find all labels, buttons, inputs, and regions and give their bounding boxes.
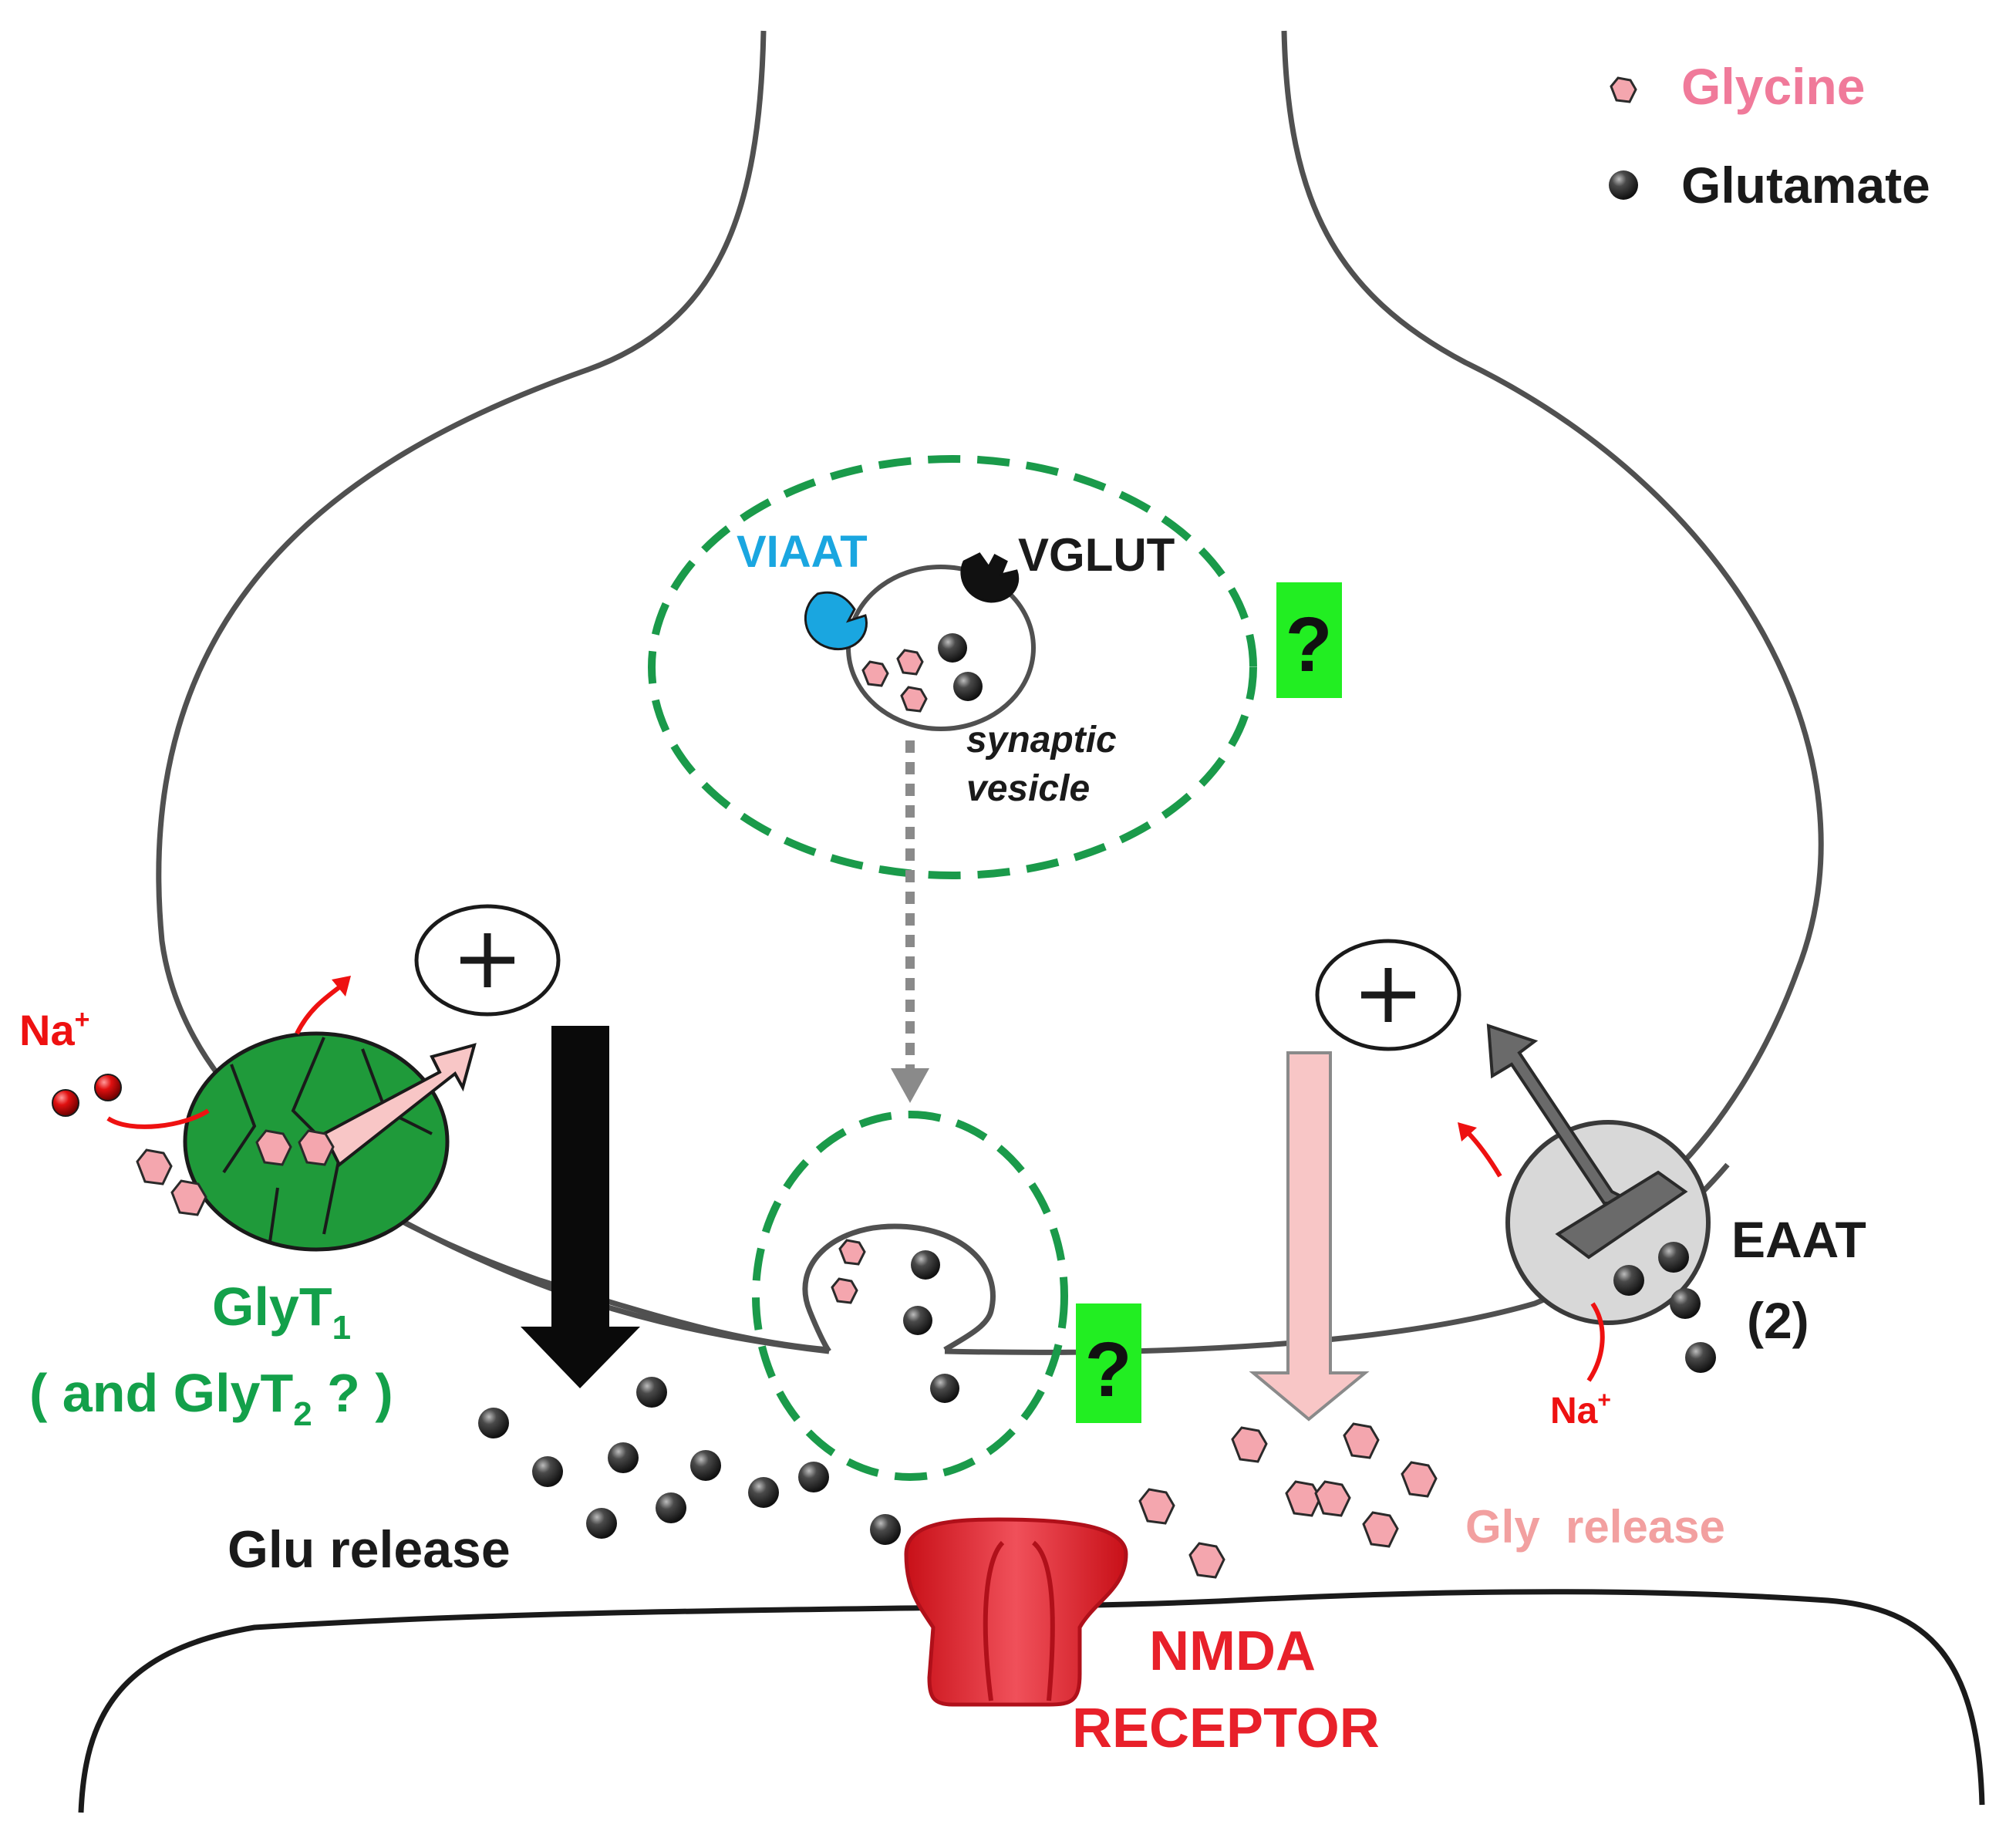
legend-glutamate-icon	[1609, 170, 1638, 200]
eaat-label-line2: (2)	[1747, 1292, 1809, 1349]
question-mark-lower: ?	[1084, 1327, 1131, 1413]
glutamate-release-arrow	[521, 1026, 640, 1388]
question-badge-upper	[1276, 582, 1342, 698]
released-glutamate-molecules	[478, 1377, 901, 1545]
presynaptic-membrane-right	[1281, 30, 1824, 1175]
vesicle-glutamate-molecules	[938, 633, 983, 701]
sodium-flow-arrowhead-right	[1458, 1122, 1477, 1142]
glyt1-glycine-uptake-arrow	[322, 1043, 477, 1168]
vesicle-transport-arrowhead	[891, 1068, 929, 1103]
vglut-label: VGLUT	[1018, 529, 1175, 581]
synaptic-vesicle-label-line2: vesicle	[966, 768, 1090, 809]
glycine-release-arrow	[1249, 1051, 1370, 1421]
fused-vesicle	[802, 1223, 996, 1354]
legend-glutamate-label: Glutamate	[1681, 157, 1930, 214]
legend-glycine-icon	[1610, 76, 1637, 103]
postsynaptic-membrane	[78, 1589, 1985, 1813]
sodium-flow-arrowhead-left	[332, 976, 351, 997]
eaat-glutamate-molecules	[1613, 1242, 1716, 1373]
sodium-label-right: Na+	[1550, 1388, 1611, 1432]
plus-circle-right-icon	[1315, 939, 1461, 1051]
plus-circle-left-icon	[414, 904, 561, 1017]
synaptic-vesicle-label-line1: synaptic	[966, 720, 1117, 760]
nmda-receptor-icon	[904, 1517, 1128, 1707]
fusion-highlight-circle	[752, 1111, 1068, 1481]
eaat-glutamate-uptake-arrow	[1486, 1024, 1636, 1205]
glyt1-label: GlyT1	[212, 1276, 351, 1347]
nmda-label-line2: RECEPTOR	[1072, 1698, 1380, 1759]
glu-release-label: Glu release	[228, 1520, 511, 1579]
sodium-ions-left	[52, 1074, 122, 1117]
sodium-flow-arrow-left-out	[295, 985, 341, 1035]
fusion-glycine-molecules	[831, 1239, 866, 1304]
sodium-flow-arrow-left	[106, 1108, 210, 1129]
eaat-label-line1: EAAT	[1731, 1211, 1866, 1268]
question-badge-lower	[1076, 1303, 1141, 1423]
sodium-flow-arrow-right-in	[1586, 1302, 1605, 1382]
sodium-flow-arrow-right-out	[1463, 1128, 1502, 1178]
vglut-transporter-icon	[960, 552, 1020, 603]
fusion-glutamate-molecules	[903, 1250, 959, 1403]
viaat-label: VIAAT	[737, 527, 868, 577]
gly-release-label: Gly release	[1465, 1501, 1725, 1553]
nmda-label-line1: NMDA	[1149, 1620, 1316, 1682]
vesicle-highlight-circle	[648, 455, 1257, 879]
question-mark-upper: ?	[1285, 602, 1332, 688]
glyt2-label: ( and GlyT2 ? )	[29, 1363, 393, 1433]
sodium-label-left: Na+	[19, 1005, 89, 1054]
legend-glycine-label: Glycine	[1681, 58, 1865, 115]
viaat-transporter-icon	[804, 591, 868, 650]
eaat-crossbar	[1555, 1170, 1688, 1260]
released-glycine-molecules	[1138, 1422, 1438, 1579]
